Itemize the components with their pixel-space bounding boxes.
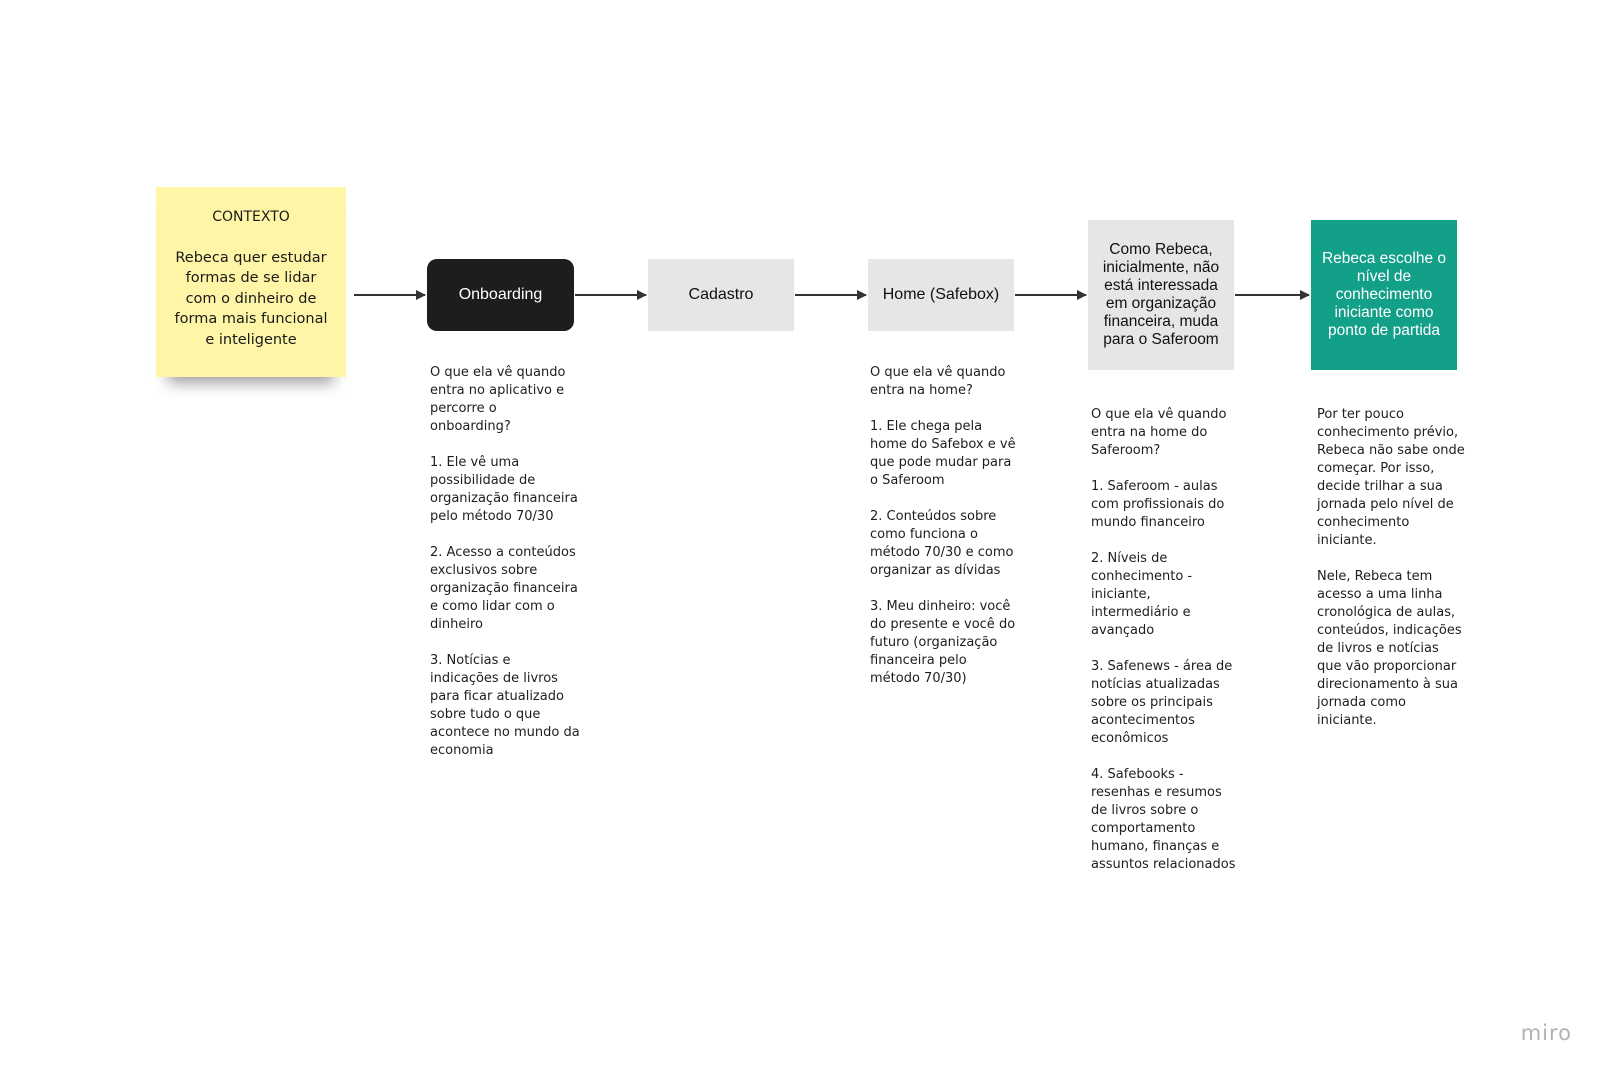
- home-safebox-box[interactable]: Home (Safebox): [868, 259, 1014, 331]
- context-sticky-note[interactable]: CONTEXTO Rebeca quer estudar formas de s…: [156, 187, 346, 377]
- saferoom-switch-box[interactable]: Como Rebeca, inicialmente, não está inte…: [1088, 220, 1234, 370]
- saferoom-switch-label: Como Rebeca, inicialmente, não está inte…: [1102, 241, 1220, 348]
- home-note[interactable]: O que ela vê quando entra na home? 1. El…: [870, 365, 1016, 686]
- home-safebox-label: Home (Safebox): [882, 286, 1000, 303]
- beginner-level-box[interactable]: Rebeca escolhe o nível de conhecimento i…: [1311, 220, 1457, 370]
- onboarding-label: Onboarding: [458, 286, 543, 303]
- miro-logo: miro: [1520, 1021, 1572, 1045]
- cadastro-label: Cadastro: [688, 286, 754, 303]
- saferoom-note[interactable]: O que ela vê quando entra na home do Saf…: [1091, 407, 1236, 872]
- onboarding-note[interactable]: O que ela vê quando entra no aplicativo …: [430, 365, 580, 758]
- beginner-level-note[interactable]: Por ter pouco conhecimento prévio, Rebec…: [1317, 407, 1465, 728]
- onboarding-box[interactable]: Onboarding: [427, 259, 574, 331]
- beginner-level-label: Rebeca escolhe o nível de conhecimento i…: [1321, 250, 1447, 339]
- cadastro-box[interactable]: Cadastro: [648, 259, 794, 331]
- sticky-text: Rebeca quer estudar formas de se lidar c…: [174, 249, 328, 348]
- sticky-title: CONTEXTO: [212, 209, 290, 225]
